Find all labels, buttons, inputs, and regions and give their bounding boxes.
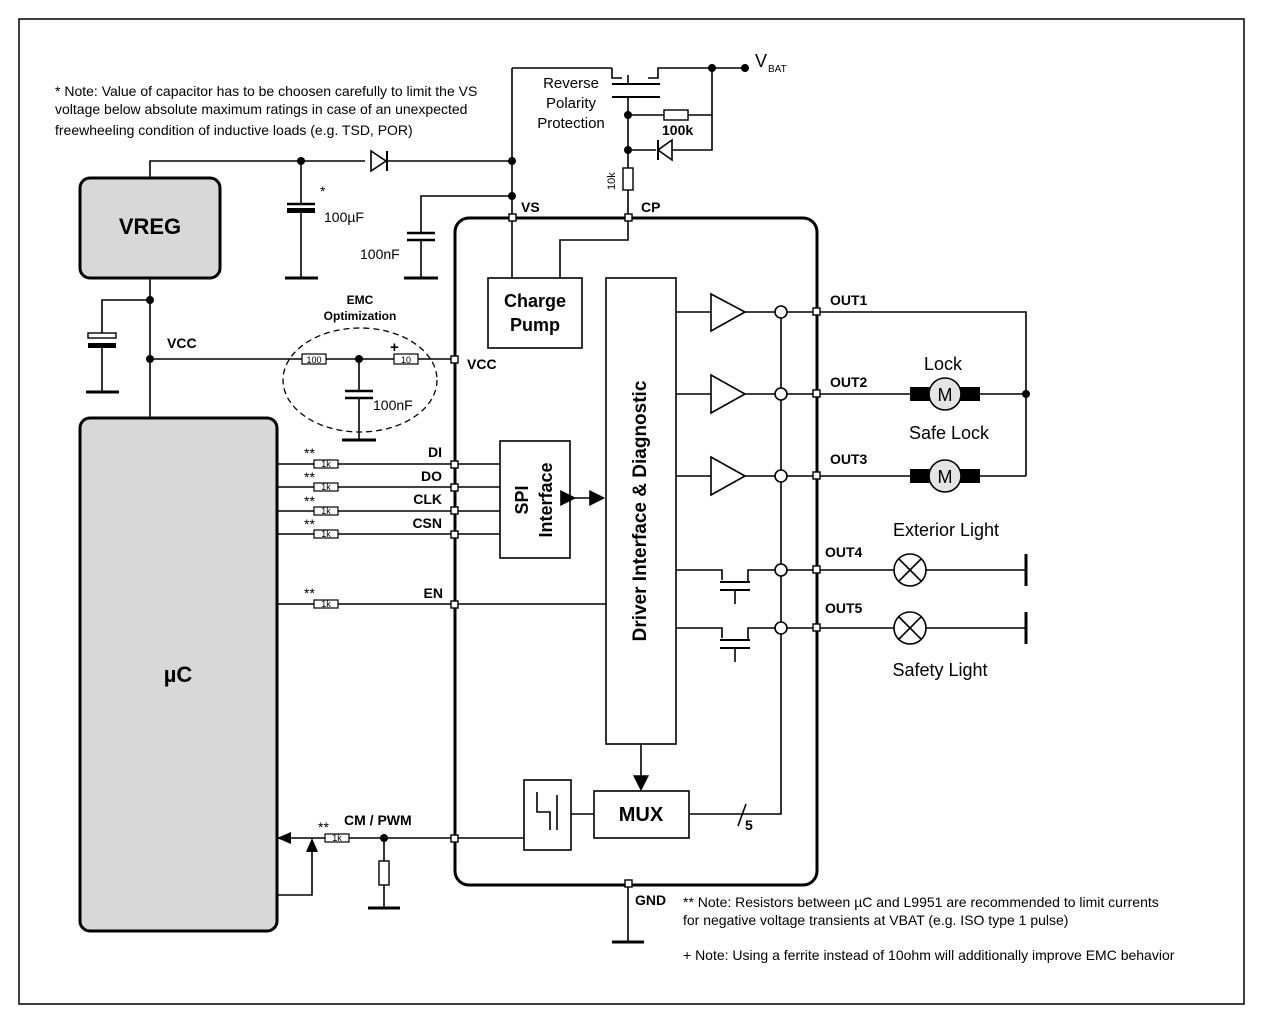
pin-di: DI: [428, 444, 442, 460]
pin-gnd: GND: [635, 892, 666, 908]
svg-text:voltage below absolute maximum: voltage below absolute maximum ratings i…: [55, 101, 467, 117]
svg-text:** Note: Resistors between µC: ** Note: Resistors between µC and L9951 …: [683, 894, 1159, 910]
pin-out1: OUT1: [830, 292, 868, 308]
svg-text:**: **: [304, 493, 315, 509]
svg-text:5: 5: [745, 817, 753, 833]
vcc-supply-wiring: 100 10 + 100nF EMC Optimization: [86, 278, 459, 442]
svg-text:M: M: [938, 385, 953, 405]
pin-out2: OUT2: [830, 374, 868, 390]
svg-text:Safe Lock: Safe Lock: [909, 423, 990, 443]
svg-text:1k: 1k: [321, 506, 331, 516]
svg-text:1k: 1k: [321, 459, 331, 469]
vs-cap-label: 100nF: [360, 246, 400, 262]
pin-cm-pwm: CM / PWM: [344, 812, 412, 828]
svg-text:freewheeling condition of indu: freewheeling condition of inductive load…: [55, 122, 413, 138]
capacitor-note: * Note: Value of capacitor has to be cho…: [55, 83, 477, 138]
svg-text:Optimization: Optimization: [324, 309, 397, 323]
svg-text:VREG: VREG: [119, 214, 181, 239]
svg-text:for negative voltage transient: for negative voltage transients at VBAT …: [683, 912, 1068, 928]
svg-text:100µF: 100µF: [324, 209, 364, 225]
uc-block: µC: [78, 416, 279, 933]
cm-pwm-circuit: 1k **: [277, 779, 594, 910]
svg-text:1k: 1k: [321, 599, 331, 609]
svg-text:Reverse: Reverse: [543, 75, 599, 92]
svg-text:**: **: [304, 469, 315, 485]
pin-en: EN: [424, 585, 443, 601]
spi-wiring: 1k 1k 1k 1k ** ** ** **: [277, 445, 500, 539]
svg-text:V: V: [755, 51, 767, 71]
pin-do: DO: [421, 468, 442, 484]
svg-text:100k: 100k: [662, 122, 693, 138]
mux-block: MUX: [593, 790, 690, 839]
svg-text:10: 10: [401, 355, 411, 365]
pin-clk: CLK: [413, 491, 442, 507]
svg-text:Interface: Interface: [536, 462, 556, 537]
reverse-polarity-circuit: V BAT Reverse Polarity Protection 100k 1…: [512, 51, 787, 222]
en-wiring: 1k **: [277, 585, 606, 609]
svg-text:µC: µC: [164, 662, 193, 687]
pin-out4: OUT4: [825, 544, 863, 560]
vreg-block: VREG: [78, 176, 222, 280]
vcc-net-label: VCC: [167, 335, 197, 351]
spi-interface-block: SPI Interface: [499, 440, 571, 559]
svg-text:Charge: Charge: [504, 291, 566, 311]
svg-text:BAT: BAT: [768, 64, 787, 75]
svg-text:Safety Light: Safety Light: [892, 660, 987, 680]
pin-out3: OUT3: [830, 451, 868, 467]
output-drivers: 5: [676, 292, 821, 833]
ferrite-note: + Note: Using a ferrite instead of 10ohm…: [683, 947, 1175, 963]
svg-text:MUX: MUX: [619, 804, 664, 826]
svg-text:1k: 1k: [321, 529, 331, 539]
svg-text:*: *: [320, 183, 326, 199]
svg-text:10k: 10k: [606, 172, 618, 190]
pin-out5: OUT5: [825, 600, 863, 616]
svg-text:Polarity: Polarity: [546, 95, 597, 112]
driver-interface-block: Driver Interface & Diagnostic: [605, 277, 677, 745]
svg-text:**: **: [304, 445, 315, 461]
svg-text:EMC: EMC: [347, 293, 374, 307]
svg-text:Protection: Protection: [537, 115, 605, 132]
pin-vcc: VCC: [467, 356, 497, 372]
svg-text:Exterior Light: Exterior Light: [893, 520, 999, 540]
svg-text:M: M: [938, 467, 953, 487]
svg-text:+: +: [390, 339, 399, 356]
svg-text:100: 100: [306, 355, 321, 365]
capacitor-100uf: * 100µF: [285, 161, 364, 280]
svg-text:**: **: [304, 585, 315, 601]
l9951-chip-outline: [453, 216, 819, 887]
svg-text:SPI: SPI: [512, 485, 532, 514]
resistor-note: ** Note: Resistors between µC and L9951 …: [683, 894, 1159, 928]
pin-vs: VS: [521, 199, 540, 215]
lamp-loads: Exterior Light Safety Light: [820, 520, 1028, 680]
charge-pump-block: Charge Pump: [487, 221, 629, 349]
svg-text:Lock: Lock: [924, 354, 963, 374]
svg-text:1k: 1k: [332, 833, 342, 843]
motor-loads: M M Lock Safe Lock: [820, 311, 1030, 493]
svg-text:* Note: Value of capacitor has: * Note: Value of capacitor has to be cho…: [55, 83, 477, 99]
svg-text:**: **: [304, 516, 315, 532]
vs-supply-wiring: [149, 68, 517, 280]
diagram-frame: [18, 18, 1245, 1005]
svg-text:Pump: Pump: [510, 315, 560, 335]
pin-csn: CSN: [412, 515, 442, 531]
pin-cp: CP: [641, 199, 660, 215]
svg-text:1k: 1k: [321, 482, 331, 492]
svg-text:100nF: 100nF: [373, 397, 413, 413]
svg-text:**: **: [318, 819, 329, 835]
gnd-wiring: [612, 879, 644, 944]
svg-text:Driver Interface & Diagnostic: Driver Interface & Diagnostic: [630, 380, 651, 641]
